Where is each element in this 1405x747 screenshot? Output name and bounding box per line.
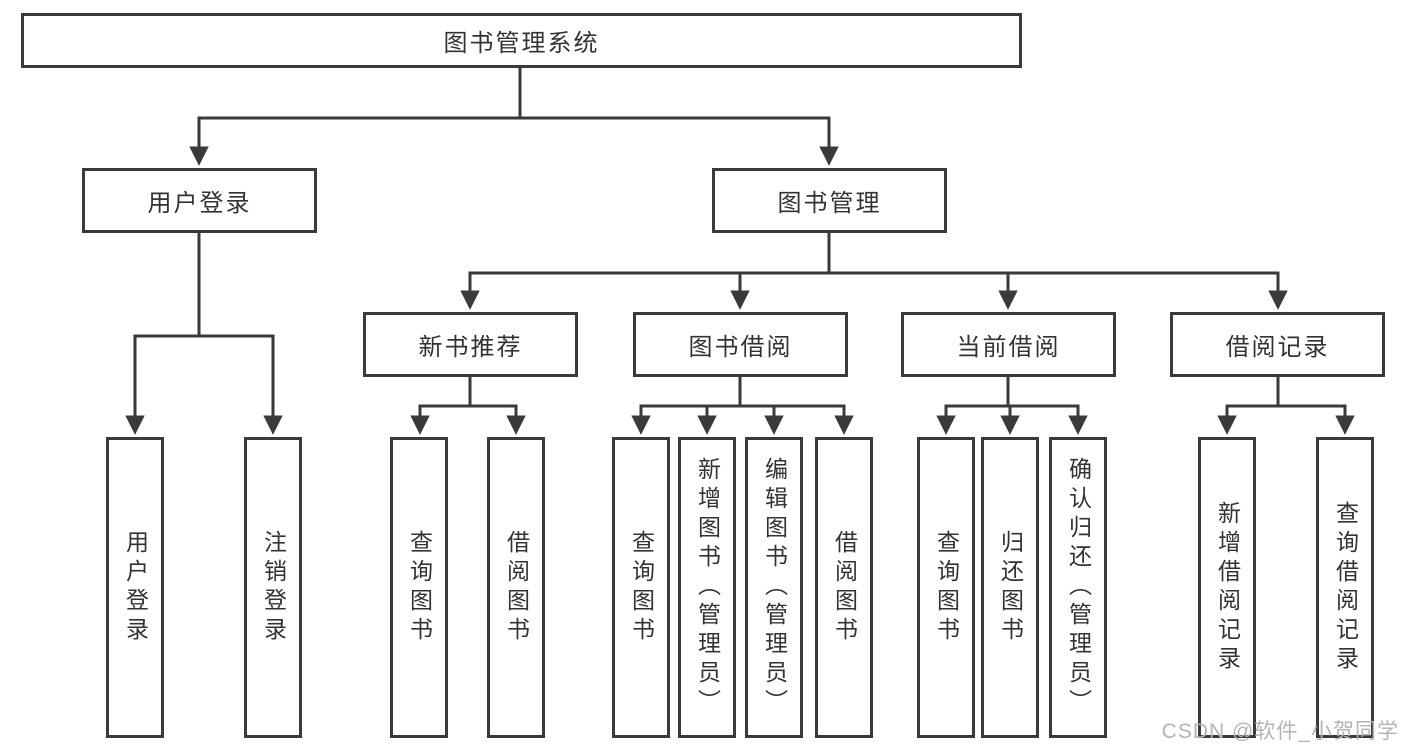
connector-bookmgmt-to-level3	[460, 231, 1288, 310]
leaf-borrow-edit-admin-label: 编辑图书（管理员）	[761, 457, 788, 718]
node-new-book-recommend-label: 新书推荐	[418, 334, 523, 361]
leaf-borrow-borrow: 借阅图书	[815, 437, 873, 738]
connector-root-to-level2	[189, 66, 839, 166]
leaf-user-login: 用户登录	[106, 437, 164, 738]
node-user-login-label: 用户登录	[147, 190, 252, 217]
connector-newbooks-to-leaves	[410, 375, 526, 435]
node-current-borrowing-label: 当前借阅	[956, 334, 1061, 361]
watermark: CSDN @软件_小贺同学	[1161, 720, 1399, 743]
node-book-management: 图书管理	[712, 168, 947, 233]
leaf-borrow-add-admin: 新增图书（管理员）	[678, 437, 736, 738]
leaf-records-add-label: 新增借阅记录	[1214, 500, 1241, 675]
leaf-current-return-label: 归还图书	[997, 529, 1024, 646]
node-borrowing-records-label: 借阅记录	[1225, 334, 1330, 361]
node-book-borrowing-label: 图书借阅	[688, 334, 793, 361]
node-root-label: 图书管理系统	[443, 30, 600, 57]
leaf-newbooks-borrow: 借阅图书	[487, 437, 545, 738]
leaf-user-login-label: 用户登录	[122, 529, 149, 646]
leaf-current-confirm-admin-label: 确认归还（管理员）	[1065, 457, 1092, 718]
leaf-newbooks-query-label: 查询图书	[406, 529, 433, 646]
leaf-records-query-label: 查询借阅记录	[1332, 500, 1359, 675]
leaf-current-confirm-admin: 确认归还（管理员）	[1049, 437, 1107, 738]
leaf-borrow-add-admin-label: 新增图书（管理员）	[694, 457, 721, 718]
leaf-borrow-edit-admin: 编辑图书（管理员）	[745, 437, 803, 738]
leaf-borrow-query: 查询图书	[612, 437, 670, 738]
leaf-logout: 注销登录	[244, 437, 302, 738]
node-borrowing-records: 借阅记录	[1170, 312, 1385, 377]
leaf-newbooks-query: 查询图书	[390, 437, 448, 738]
connector-userlogin-to-leaves	[125, 231, 283, 435]
leaf-records-query: 查询借阅记录	[1316, 437, 1374, 738]
node-current-borrowing: 当前借阅	[901, 312, 1116, 377]
leaf-current-query-label: 查询图书	[933, 529, 960, 646]
leaf-newbooks-borrow-label: 借阅图书	[503, 529, 530, 646]
connector-currentborrow-to-leaves	[936, 375, 1088, 435]
leaf-records-add: 新增借阅记录	[1198, 437, 1256, 738]
leaf-borrow-borrow-label: 借阅图书	[831, 529, 858, 646]
node-book-management-label: 图书管理	[777, 190, 882, 217]
connector-borrowrecords-to-leaves	[1217, 375, 1355, 435]
leaf-borrow-query-label: 查询图书	[628, 529, 655, 646]
connector-bookborrow-to-leaves	[631, 375, 854, 435]
leaf-current-return: 归还图书	[981, 437, 1039, 738]
leaf-current-query: 查询图书	[917, 437, 975, 738]
node-user-login: 用户登录	[82, 168, 317, 233]
node-root-system: 图书管理系统	[21, 13, 1022, 68]
leaf-logout-label: 注销登录	[260, 529, 287, 646]
node-new-book-recommend: 新书推荐	[363, 312, 578, 377]
node-book-borrowing: 图书借阅	[633, 312, 848, 377]
